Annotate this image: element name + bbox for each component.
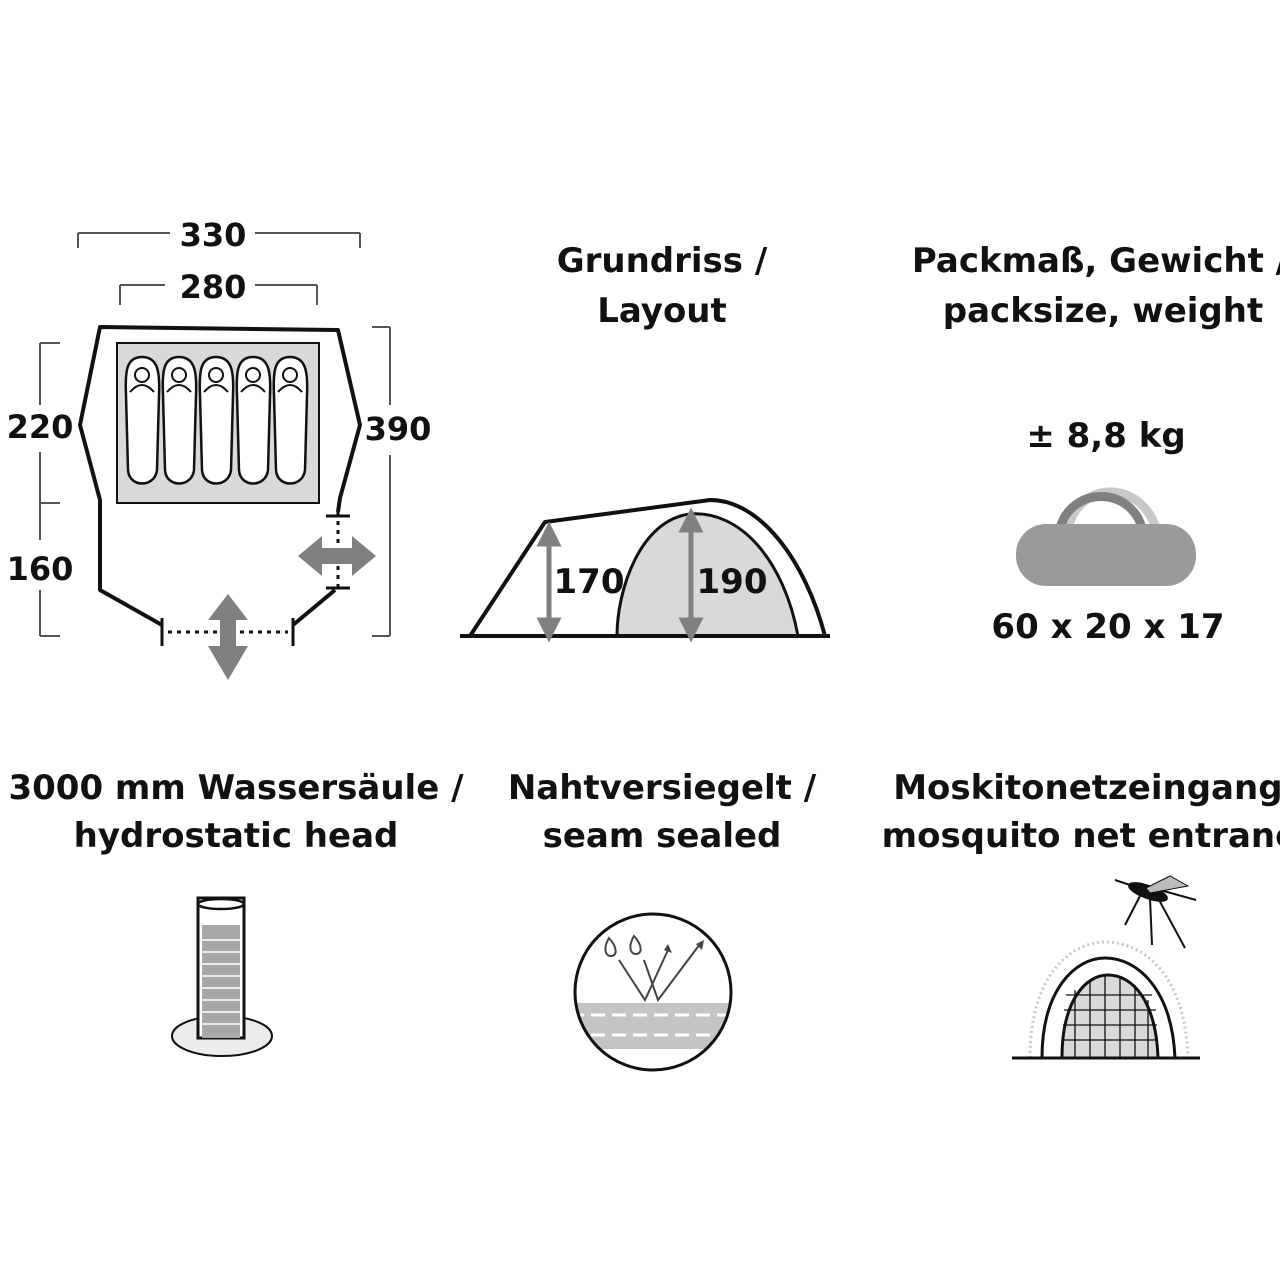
dimension-depth-left: 220 160 (7, 342, 74, 637)
sleeper-heads (129, 367, 303, 393)
depth-vestibule-label: 160 (7, 550, 74, 588)
feature-mosquito-line2: mosquito net entrance (882, 816, 1280, 856)
feature-seam-line2: seam sealed (543, 816, 782, 856)
entrance-arrow-side (298, 536, 376, 576)
width-inner-label: 280 (180, 268, 247, 306)
depth-inner-label: 220 (7, 408, 74, 446)
mosquito-icon (1114, 875, 1197, 949)
layout-title-line1: Grundriss / (557, 241, 768, 281)
feature-hydrostatic-head: 3000 mm Wassersäule / hydrostatic head (8, 768, 464, 1057)
pack-weight: ± 8,8 kg (1026, 416, 1185, 456)
width-outer-label: 330 (180, 216, 247, 254)
layout-title: Grundriss / Layout (557, 241, 768, 331)
pack-bag-icon (1016, 487, 1196, 586)
dimension-length-total: 390 (365, 326, 432, 637)
floor-plan-diagram: 330 280 220 160 390 (7, 216, 432, 680)
entrance-arrow-front (208, 594, 248, 680)
pack-dimensions: 60 x 20 x 17 (991, 607, 1224, 647)
feature-seam-line1: Nahtversiegelt / (508, 768, 817, 808)
layout-title-line2: Layout (597, 291, 727, 331)
feature-hydrostatic-line1: 3000 mm Wassersäule / (8, 768, 464, 808)
feature-mosquito-line1: Moskitonetzeingang / (893, 768, 1280, 808)
pack-title-line2: packsize, weight (943, 291, 1263, 331)
height-low-label: 170 (554, 562, 625, 602)
height-high-label: 190 (697, 562, 768, 602)
pack-section: Packmaß, Gewicht / packsize, weight ± 8,… (912, 241, 1280, 647)
dimension-width-outer: 330 (77, 216, 361, 254)
feature-hydrostatic-line2: hydrostatic head (74, 816, 399, 856)
seam-sealed-icon (573, 912, 733, 1072)
pack-title-line1: Packmaß, Gewicht / (912, 241, 1280, 281)
length-total-label: 390 (365, 410, 432, 448)
water-column-icon (171, 896, 273, 1057)
feature-seam-sealed: Nahtversiegelt / seam sealed (508, 768, 817, 1072)
tent-outline (78, 325, 362, 627)
dimension-width-inner: 280 (119, 268, 318, 306)
tent-side-view: 170 190 (460, 498, 830, 643)
sleeping-bags (124, 355, 309, 485)
mosquito-net-icon (1012, 875, 1200, 1060)
feature-mosquito-net: Moskitonetzeingang / mosquito net entran… (882, 768, 1280, 1060)
